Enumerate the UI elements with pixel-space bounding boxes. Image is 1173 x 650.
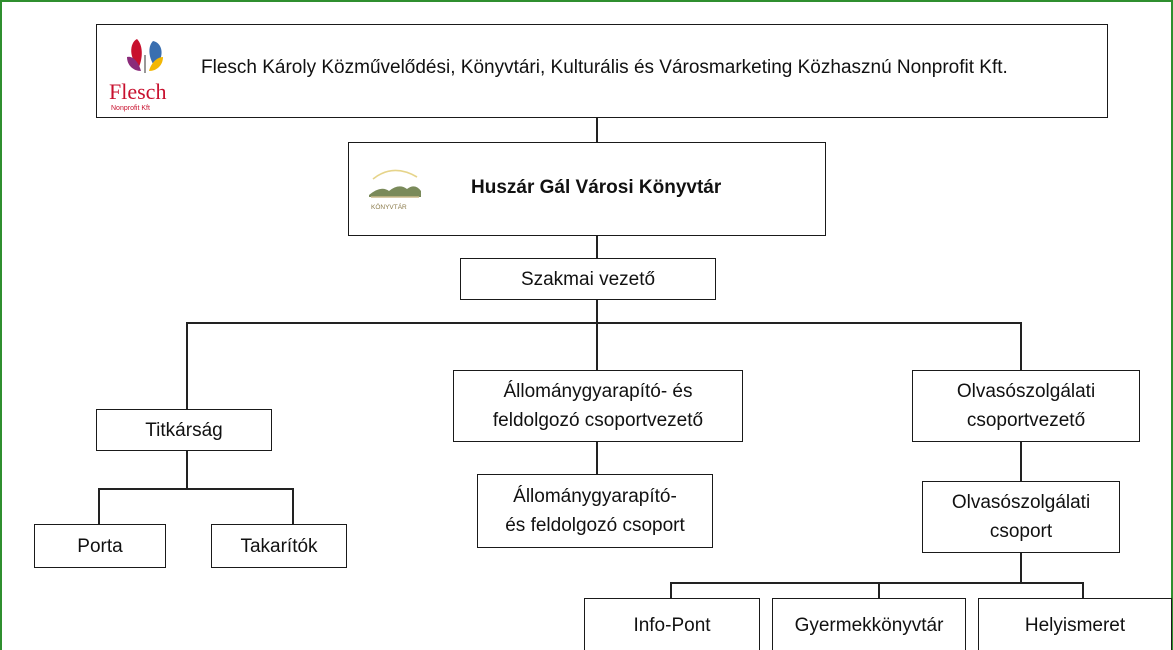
connector-line (596, 322, 598, 370)
professional-lead-box: Szakmai vezető (460, 258, 716, 300)
library-logo-icon: KÖNYVTÁR (369, 169, 421, 211)
library-box: KÖNYVTÁR Huszár Gál Városi Könyvtár (348, 142, 826, 236)
connector-line (596, 118, 598, 142)
connector-line (670, 582, 672, 598)
connector-line (670, 582, 1082, 584)
secretariat-box: Titkárság (96, 409, 272, 451)
reader-services-group-box: Olvasószolgálati csoport (922, 481, 1120, 553)
connector-line (98, 488, 292, 490)
connector-line (1082, 582, 1084, 598)
cleaners-box: Takarítók (211, 524, 347, 568)
connector-line (596, 442, 598, 474)
secretariat-label: Titkárság (145, 419, 223, 441)
acquisition-group-box: Állománygyarapító- és feldolgozó csoport (477, 474, 713, 548)
connector-line (596, 300, 598, 322)
reader-services-lead-label-line-2: csoportvezető (966, 410, 1086, 431)
connector-line (186, 322, 188, 409)
reader-services-lead-box: Olvasószolgálati csoportvezető (912, 370, 1140, 442)
reception-label: Porta (77, 535, 123, 557)
children-library-box: Gyermekkönyvtár (772, 598, 966, 650)
connector-line (1020, 442, 1022, 481)
professional-lead-label: Szakmai vezető (520, 268, 656, 290)
library-name: Huszár Gál Városi Könyvtár (471, 177, 722, 198)
flesch-company-name: Flesch Károly Közművelődési, Könyvtári, … (201, 57, 1008, 78)
reader-services-lead-label-line-1: Olvasószolgálati (956, 381, 1096, 402)
local-history-label: Helyismeret (1024, 614, 1126, 636)
connector-line (1020, 322, 1022, 370)
info-point-label: Info-Pont (633, 614, 711, 636)
acquisition-group-label-line-2: és feldolgozó csoport (505, 515, 685, 536)
reader-services-group-label-line-1: Olvasószolgálati (951, 492, 1091, 513)
library-logo-text: KÖNYVTÁR (371, 202, 407, 211)
connector-line (1020, 553, 1022, 582)
flesch-logo-text: Flesch (109, 79, 166, 104)
children-library-label: Gyermekkönyvtár (794, 614, 944, 636)
connector-line (186, 322, 1020, 324)
flesch-logo-icon: Flesch Nonprofit Kft (109, 39, 166, 112)
flesch-company-box: Flesch Nonprofit Kft Flesch Károly Közmű… (96, 24, 1108, 118)
flesch-logo-subtext: Nonprofit Kft (111, 105, 150, 112)
reception-box: Porta (34, 524, 166, 568)
connector-line (878, 582, 880, 598)
connector-line (186, 451, 188, 488)
local-history-box: Helyismeret (978, 598, 1172, 650)
reader-services-group-label-line-2: csoport (989, 521, 1053, 542)
connector-line (596, 236, 598, 258)
acquisition-lead-label-line-2: feldolgozó csoportvezető (492, 410, 704, 431)
cleaners-label: Takarítók (240, 535, 318, 557)
acquisition-lead-box: Állománygyarapító- és feldolgozó csoport… (453, 370, 743, 442)
connector-line (292, 488, 294, 524)
info-point-box: Info-Pont (584, 598, 760, 650)
connector-line (98, 488, 100, 524)
acquisition-group-label-line-1: Állománygyarapító- (513, 486, 677, 507)
acquisition-lead-label-line-1: Állománygyarapító- és (503, 381, 693, 402)
